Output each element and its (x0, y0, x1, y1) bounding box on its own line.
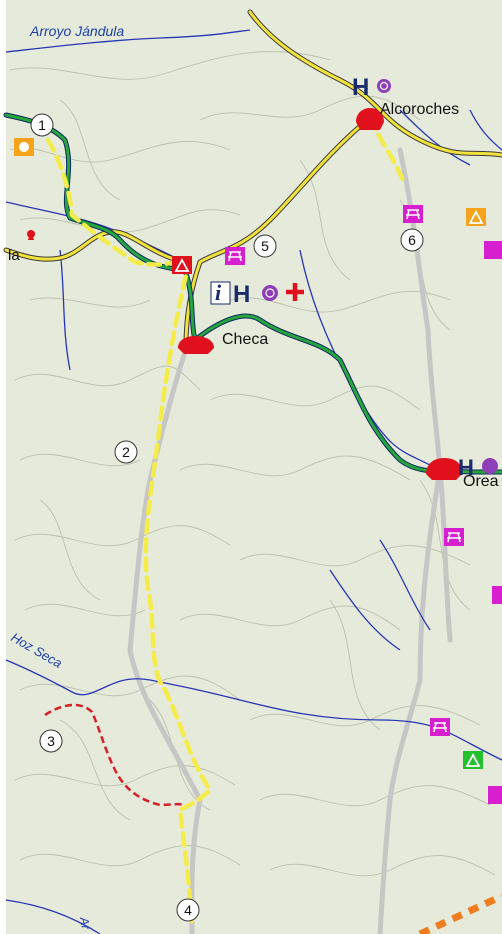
route-number-1: 1 (38, 117, 46, 133)
town-markers (27, 108, 462, 480)
picnic-table-icon (403, 205, 423, 223)
route-number-4: 4 (184, 902, 192, 918)
place-label-alcoroches: Alcoroches (380, 101, 459, 118)
river-arroyo-jandula (5, 29, 251, 53)
red-trail (44, 703, 186, 807)
town-marker-icon (356, 108, 384, 130)
river-label-bottom: Ar (77, 915, 93, 931)
info-label: i (215, 280, 222, 305)
picnic-table-icon (225, 247, 245, 265)
town-marker-icon (426, 458, 462, 480)
health-cross-icon (286, 283, 304, 301)
route-number-3: 3 (47, 733, 55, 749)
restaurant-icon (377, 79, 391, 93)
campsite-icons (14, 138, 486, 769)
restaurant-icon (482, 458, 498, 474)
hotel-icon: H (352, 74, 369, 101)
river-hoz-seca (5, 659, 502, 761)
hotel-icon: H (458, 455, 474, 480)
route-number-5: 5 (261, 238, 269, 254)
map-margin (0, 0, 6, 934)
route-number-6: 6 (408, 232, 416, 248)
restaurant-icon (262, 285, 278, 301)
picnic-table-icon (430, 718, 450, 736)
picnic-table-icon (484, 241, 502, 259)
picnic-table-icon (492, 586, 502, 604)
campsite-triangle-icon (174, 258, 190, 272)
town-marker-icon (178, 336, 214, 354)
place-label-orea: Orea (463, 473, 499, 490)
rivers (5, 29, 502, 934)
boundary-line (418, 892, 502, 934)
service-icons (210, 79, 498, 474)
place-label-partial: la (8, 247, 20, 264)
information-icon (210, 281, 231, 305)
campsite-triangle-icon (468, 210, 484, 224)
river-label-arroyo-jandula: Arroyo Jándula (29, 23, 124, 39)
campsite-triangle-icon (465, 753, 481, 767)
picnic-table-icon (488, 786, 502, 804)
route-number-markers (30, 113, 424, 922)
village-marker-icon (27, 230, 35, 238)
place-label-checa: Checa (222, 331, 268, 348)
picnic-icons (225, 205, 502, 804)
picnic-table-icon (444, 528, 464, 546)
route-number-2: 2 (122, 444, 130, 460)
hotel-icon: H (233, 281, 250, 308)
